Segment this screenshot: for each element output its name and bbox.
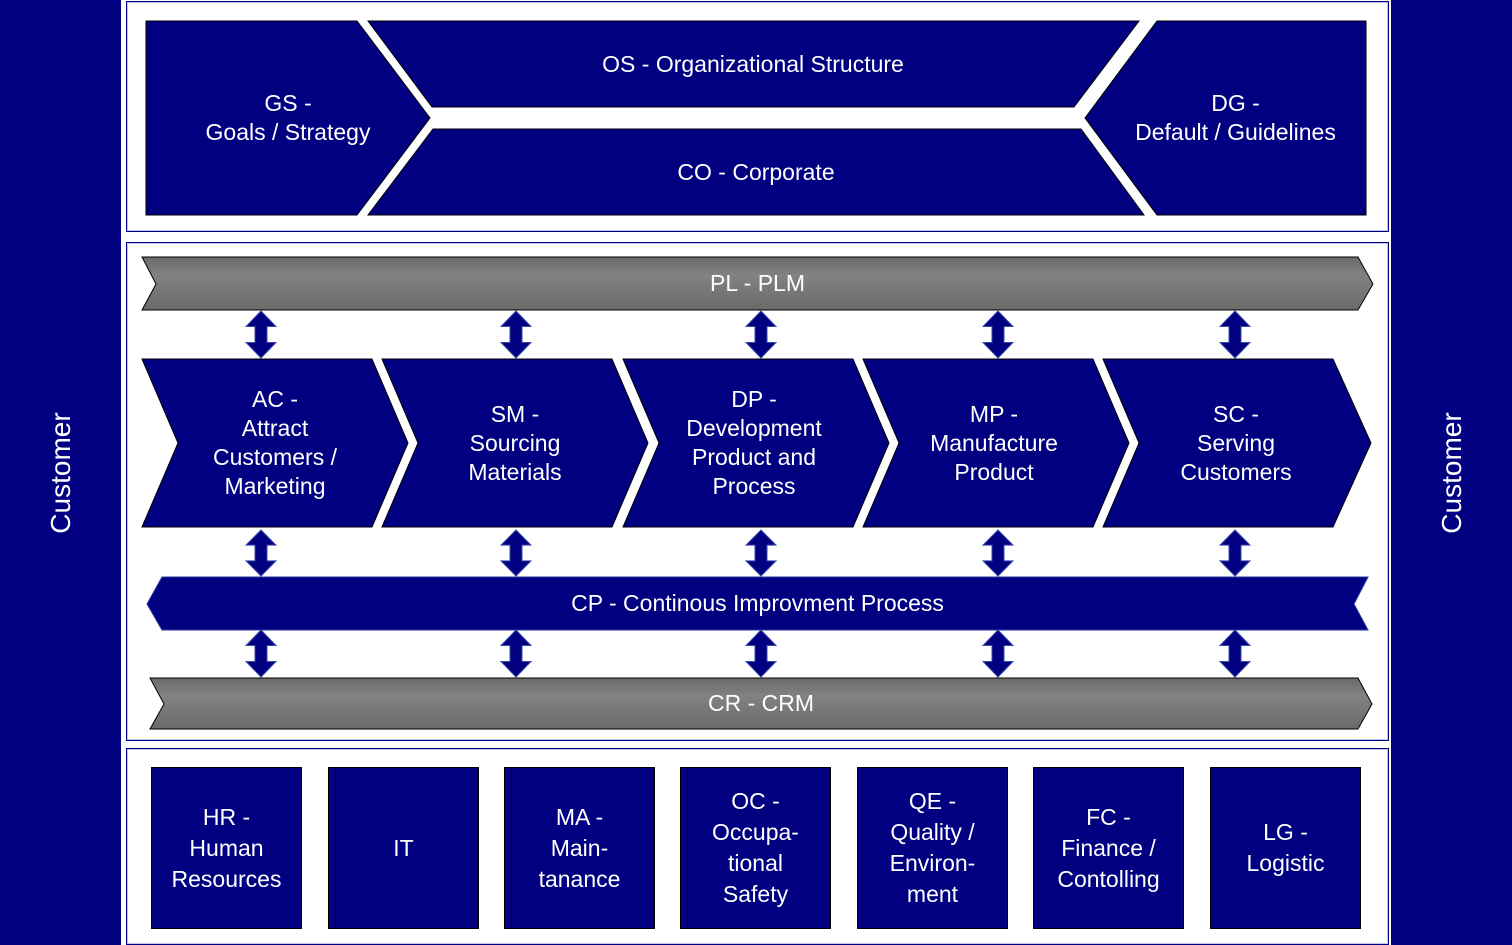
- crm-label: CR - CRM: [707, 690, 815, 716]
- process-label-ac: AC - Attract Customers / Marketing: [213, 386, 337, 499]
- double-arrow-icon-dp-1: [744, 529, 778, 577]
- process-chevron-mp: [862, 358, 1130, 528]
- double-arrow-icon-sc-0: [1218, 310, 1252, 359]
- double-arrow-icon-dp-0: [744, 310, 778, 359]
- support-box-qe: QE - Quality / Environ- ment: [857, 767, 1008, 929]
- process-chevron-sm: [381, 358, 649, 528]
- goals-strategy-label: GS - Goals / Strategy: [205, 90, 371, 145]
- double-arrow-icon-mp-1: [981, 529, 1015, 577]
- defaults-guidelines-label: DG - Default / Guidelines: [1135, 90, 1336, 145]
- support-box-ma: MA - Main- tanance: [504, 767, 655, 929]
- double-arrow-icon-mp-2: [981, 629, 1015, 678]
- process-chevron-ac: [141, 358, 409, 528]
- defaults-guidelines-shape: [1084, 20, 1367, 216]
- double-arrow-icon-sm-2: [499, 629, 533, 678]
- double-arrow-icon-sc-1: [1218, 529, 1252, 577]
- process-label-dp: DP - Development Product and Process: [686, 386, 822, 499]
- support-box-hr: HR - Human Resources: [151, 767, 302, 929]
- double-arrow-icon-ac-2: [244, 629, 278, 678]
- goals-strategy-shape: [145, 20, 431, 216]
- cip-label: CP - Continous Improvment Process: [571, 590, 944, 616]
- double-arrow-icon-ac-1: [244, 529, 278, 577]
- double-arrow-icon-sm-1: [499, 529, 533, 577]
- process-chevron-dp: [622, 358, 890, 528]
- cip-bar: [146, 576, 1369, 631]
- double-arrow-icon-sm-0: [499, 310, 533, 359]
- support-box-fc: FC - Finance / Contolling: [1033, 767, 1184, 929]
- double-arrow-icon-ac-0: [244, 310, 278, 359]
- crm-bar: [149, 677, 1373, 730]
- double-arrow-icon-mp-0: [981, 310, 1015, 359]
- plm-bar: [141, 256, 1374, 311]
- customer-sidebar-left: Customer: [0, 0, 121, 945]
- process-label-sm: SM - Sourcing Materials: [468, 400, 562, 485]
- support-box-oc: OC - Occupa- tional Safety: [680, 767, 831, 929]
- process-label-sc: SC - Serving Customers: [1180, 400, 1292, 485]
- process-chevron-sc: [1102, 358, 1372, 528]
- organizational-structure-shape: [367, 20, 1141, 108]
- process-label-mp: MP - Manufacture Product: [930, 400, 1058, 485]
- double-arrow-icon-sc-2: [1218, 629, 1252, 678]
- corporate-shape: [366, 128, 1145, 216]
- plm-label: PL - PLM: [709, 270, 805, 296]
- organizational-structure-label: OS - Organizational Structure: [602, 50, 904, 77]
- corporate-label: CO - Corporate: [677, 158, 835, 185]
- double-arrow-icon-dp-2: [744, 629, 778, 678]
- customer-sidebar-right: Customer: [1391, 0, 1512, 945]
- support-box-lg: LG - Logistic: [1210, 767, 1361, 929]
- support-box-it: IT: [328, 767, 479, 929]
